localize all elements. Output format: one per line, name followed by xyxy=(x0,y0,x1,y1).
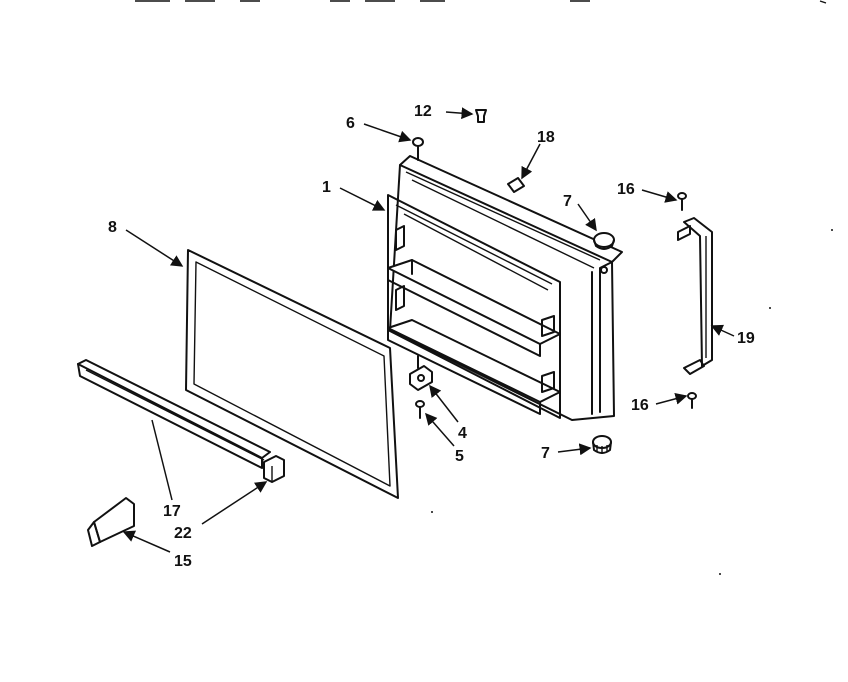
stop-7-top xyxy=(593,232,615,250)
trim-strip xyxy=(77,359,271,469)
callout-7-top: 7 xyxy=(563,193,572,210)
cover-plate xyxy=(87,497,135,547)
door-panel xyxy=(387,155,623,421)
callout-1: 1 xyxy=(322,179,331,196)
leader-lines xyxy=(122,107,735,553)
callout-18: 18 xyxy=(537,129,555,146)
handle-19 xyxy=(677,217,713,375)
callout-19: 19 xyxy=(737,330,755,347)
callout-16-bottom: 16 xyxy=(631,397,649,414)
door-gasket xyxy=(185,249,399,499)
callout-4: 4 xyxy=(458,425,467,442)
callout-6: 6 xyxy=(346,115,355,132)
hinge-4 xyxy=(409,355,433,391)
screw-16-top xyxy=(677,192,687,211)
callout-8: 8 xyxy=(108,219,117,236)
callout-15: 15 xyxy=(174,553,192,570)
callout-labels: 12 6 18 1 7 16 8 19 16 4 5 7 17 22 15 xyxy=(108,103,755,570)
top-edge-marks xyxy=(135,0,827,4)
callout-16-top: 16 xyxy=(617,181,635,198)
stop-7-bottom xyxy=(592,435,612,454)
screw-5 xyxy=(415,400,425,419)
plug-12 xyxy=(475,109,487,123)
callout-17: 17 xyxy=(163,503,181,520)
callout-22: 22 xyxy=(174,525,192,542)
specks xyxy=(431,229,833,575)
screw-16-bottom xyxy=(687,392,697,409)
callout-7-bottom: 7 xyxy=(541,445,550,462)
callout-5: 5 xyxy=(455,448,464,465)
label-18 xyxy=(507,177,525,193)
screw-6 xyxy=(412,137,424,161)
callout-12: 12 xyxy=(414,103,432,120)
end-cap xyxy=(263,455,285,483)
